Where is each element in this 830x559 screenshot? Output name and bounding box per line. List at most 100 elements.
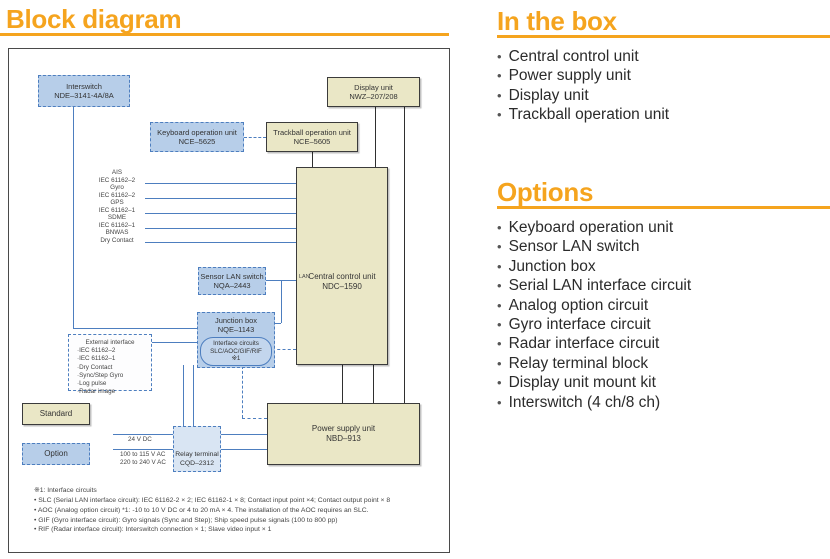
legend-option-label: Option	[44, 449, 68, 458]
box-central-label: Central control unit	[308, 272, 376, 281]
box-keyboard-model: NCE–5625	[178, 137, 216, 146]
signal-label-bnwas: BNWAS Dry Contact	[92, 229, 142, 245]
connector-trackball-to-central	[312, 152, 313, 167]
box-power-label: Power supply unit	[311, 424, 376, 433]
box-interface-label: Interface circuits	[213, 339, 259, 347]
bullet-icon: •	[497, 355, 502, 371]
in-the-box-title: In the box	[497, 6, 617, 36]
signal-label-sdme: SDME IEC 61162–1	[92, 214, 142, 230]
box-sensor-label: Sensor LAN switch	[200, 271, 264, 281]
box-power-model: NBD–913	[326, 434, 361, 443]
bullet-icon: •	[497, 87, 502, 103]
bullet-icon: •	[497, 394, 502, 410]
box-sensor-model: NQA–2443	[213, 281, 251, 290]
list-item-label: Trackball operation unit	[508, 106, 670, 124]
bullet-icon: •	[497, 68, 502, 84]
box-trackball-model: NCE–5605	[293, 137, 331, 146]
box-sensor-lan-switch: Sensor LAN switch NQA–2443	[198, 267, 266, 295]
box-central-control-unit: Central control unit NDC–1590	[296, 167, 388, 365]
in-the-box-underline	[497, 35, 830, 38]
list-item: •Central control unit	[497, 47, 669, 66]
connector-central-to-power-2	[373, 365, 374, 403]
list-item-label: Junction box	[508, 257, 596, 275]
signal-label-gps: GPS IEC 61162–1	[92, 199, 142, 215]
connector-display-to-power	[404, 107, 405, 403]
options-underline	[497, 206, 830, 209]
footnote-line: • RIF (Radar interface circuit): Intersw…	[34, 526, 272, 534]
list-item-label: Display unit mount kit	[508, 374, 656, 392]
box-external-interface: External interface ·IEC 61162–2 ·IEC 611…	[68, 334, 152, 395]
options-title: Options	[497, 177, 594, 207]
signal-name: SDME	[107, 214, 127, 221]
signal-name: AIS	[111, 169, 123, 176]
connector-extif-to-interface	[152, 342, 200, 343]
connector-interswitch-down	[73, 107, 74, 328]
list-item-label: Central control unit	[508, 48, 639, 65]
box-relay-terminal: Relay terminal CQD–2312	[173, 426, 221, 472]
list-item-label: Radar interface circuit	[508, 335, 660, 353]
connector-interswitch-to-junction	[73, 328, 197, 329]
list-item: • Radar interface circuit	[497, 334, 691, 353]
list-item: •Interswitch (4 ch/8 ch)	[497, 393, 691, 412]
bullet-icon: •	[497, 297, 502, 313]
power-label-dc: 24 V DC	[128, 436, 152, 443]
list-item: •Gyro interface circuit	[497, 315, 691, 334]
box-trackball-unit: Trackball operation unit NCE–5605	[266, 122, 358, 152]
box-interface-circuits: Interface circuits SLC/AOC/GIF/RIF ※1	[200, 337, 272, 366]
box-display-model: NWZ–207/208	[349, 92, 398, 101]
connector-interface-to-power	[242, 418, 267, 419]
footnote-line: • GIF (Gyro interface circuit): Gyro sig…	[34, 516, 338, 524]
legend-standard-label: Standard	[39, 409, 73, 418]
box-central-model: NDC–1590	[322, 282, 362, 291]
connector-junction-stub	[275, 323, 281, 324]
signal-line-gps	[145, 213, 296, 214]
bullet-icon: •	[497, 336, 502, 352]
footnote-line: • SLC (Serial LAN interface circuit): IE…	[34, 496, 391, 504]
signal-standard: IEC 61162–1	[98, 206, 136, 214]
box-display-label: Display unit	[354, 82, 393, 92]
list-item-label: Serial LAN interface circuit	[508, 277, 692, 295]
box-trackball-label: Trackball operation unit	[273, 127, 351, 137]
bullet-icon: •	[497, 220, 502, 235]
box-relay-model: CQD–2312	[179, 459, 214, 467]
signal-name: GPS	[110, 199, 124, 206]
in-the-box-list: •Central control unit •Power supply unit…	[497, 47, 669, 125]
external-interface-item: ·Log pulse	[77, 379, 107, 387]
list-item: • Display unit mount kit	[497, 373, 691, 392]
signal-line-ais	[145, 183, 296, 184]
connector-central-to-power-1	[342, 365, 343, 403]
power-label-ac2: 220 to 240 V AC	[120, 459, 166, 466]
list-item-label: Power supply unit	[508, 67, 631, 85]
signal-standard: IEC 61162–1	[98, 221, 136, 229]
connector-interface-to-central	[272, 349, 296, 350]
list-item: • Relay terminal block	[497, 354, 691, 373]
box-keyboard-unit: Keyboard operation unit NCE–5625	[150, 122, 244, 152]
external-interface-item: ·Radar image	[77, 388, 116, 396]
list-item-label: Display unit	[508, 86, 589, 104]
box-interswitch-model: NDE–3141-4A/8A	[54, 91, 114, 100]
box-junction-label: Junction box	[214, 316, 258, 325]
list-item: •Trackball operation unit	[497, 105, 669, 124]
list-item-label: Analog option circuit	[508, 296, 649, 314]
bullet-icon: •	[497, 239, 502, 255]
box-interswitch-label: Interswitch	[66, 81, 102, 91]
box-junction-model: NQE–1143	[217, 325, 255, 335]
connector-junction-to-relay-2	[193, 365, 194, 434]
legend-option: Option	[22, 443, 90, 465]
connector-junction-riser	[281, 280, 282, 323]
list-item-label: Relay terminal block	[508, 354, 649, 372]
list-item: •Junction box	[497, 257, 691, 276]
list-item: •Keyboard operation unit	[497, 218, 691, 237]
signal-line-bnwas	[145, 242, 296, 243]
legend-standard: Standard	[22, 403, 90, 425]
connector-keyboard-to-trackball	[244, 137, 266, 138]
bullet-icon: •	[497, 375, 502, 391]
box-relay-label: Relay terminal	[175, 451, 219, 459]
footnotes: ※1: Interface circuits • SLC (Serial LAN…	[34, 486, 390, 535]
list-item: • Analog option circuit	[497, 296, 691, 315]
lan-port-label: LAN	[299, 274, 310, 280]
signal-line-sdme	[145, 228, 296, 229]
bullet-icon: •	[497, 278, 502, 294]
external-interface-item: ·IEC 61162–2	[77, 347, 116, 355]
